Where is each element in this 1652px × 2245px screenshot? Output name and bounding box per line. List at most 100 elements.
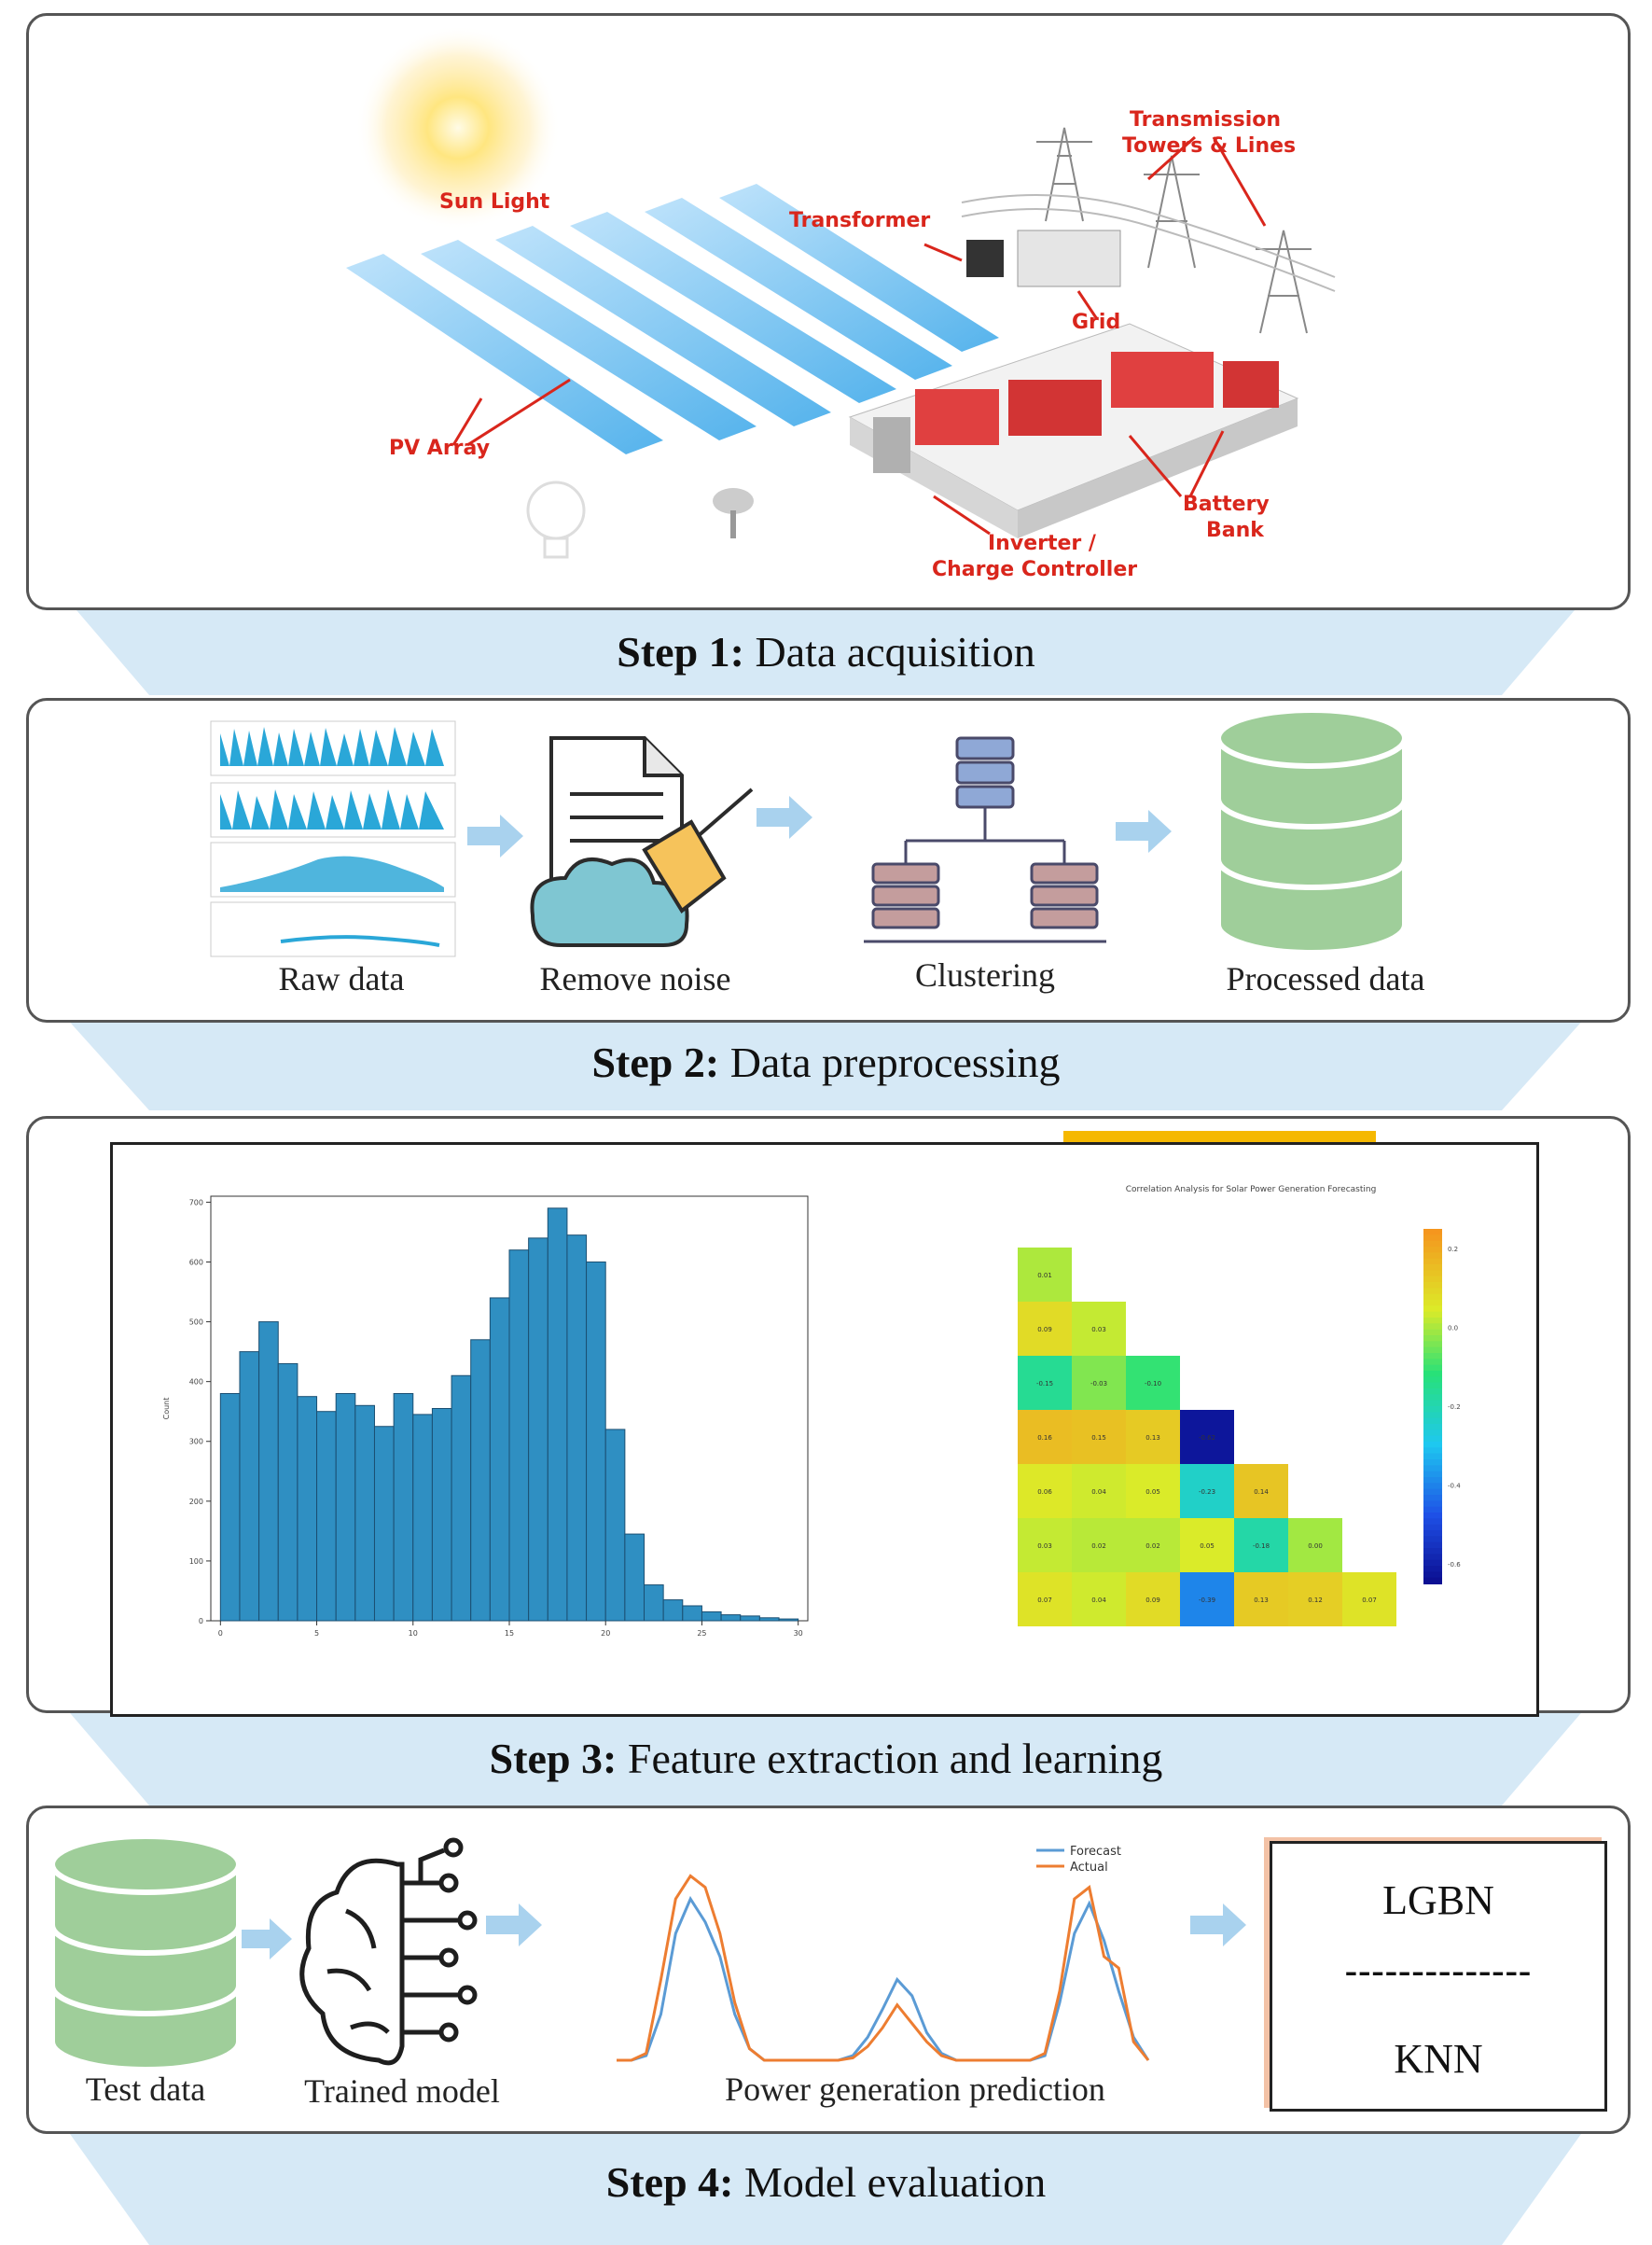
heatmap-cell: [1018, 1518, 1072, 1572]
step1-label-bold: Step 1:: [617, 628, 745, 676]
colorbar-segment: [1423, 1359, 1442, 1366]
x-tick-label: 25: [697, 1629, 706, 1638]
heatmap-cell: [1180, 1464, 1234, 1518]
heatmap-cell: [1072, 1410, 1126, 1464]
heatmap-cell: [1018, 1248, 1072, 1302]
heatmap-cell: [1018, 1572, 1072, 1626]
colorbar-tick-label: 0.2: [1448, 1246, 1458, 1253]
histogram-bar: [451, 1374, 472, 1622]
heatmap-cell-label: 0.14: [1254, 1488, 1269, 1496]
heatmap-cell-label: 0.09: [1145, 1597, 1160, 1604]
heatmap-cell-label: -0.62: [1199, 1434, 1215, 1442]
step4-graphics: Forecast Actual: [49, 1834, 1246, 2072]
step1-label-text: Data acquisition: [744, 628, 1035, 676]
histogram-bar: [431, 1408, 452, 1622]
colorbar-segment: [1423, 1305, 1442, 1313]
histogram-bar: [528, 1237, 548, 1622]
flow-arrow-icon: [242, 1918, 292, 1959]
colorbar-segment: [1423, 1541, 1442, 1549]
histogram-bar: [682, 1605, 702, 1622]
colorbar-segment: [1423, 1329, 1442, 1336]
heatmap-cell: [1018, 1410, 1072, 1464]
heatmap-cell: [1072, 1356, 1126, 1410]
colorbar-segment: [1423, 1318, 1442, 1325]
heatmap-cell-label: 0.03: [1091, 1326, 1106, 1333]
step2-label: Step 2: Data preprocessing: [0, 1038, 1652, 1087]
heatmap-cell: [1126, 1518, 1180, 1572]
funnel-step3: [65, 1708, 1586, 1806]
colorbar-segment: [1423, 1300, 1442, 1307]
heatmap-cell: [1342, 1572, 1396, 1626]
correlation-heatmap: Correlation Analysis for Solar Power Gen…: [1018, 1185, 1461, 1626]
callout-pv-array: PV Array: [389, 437, 490, 460]
legend-forecast-label: Forecast: [1070, 1845, 1121, 1859]
heatmap-cell-label: 0.01: [1037, 1272, 1052, 1279]
heatmap-cell: [1072, 1518, 1126, 1572]
clustering-icon: [864, 736, 1106, 943]
histogram-bar: [547, 1207, 568, 1622]
heatmap-cell-label: 0.16: [1037, 1434, 1052, 1442]
heatmap-cell: [1234, 1464, 1288, 1518]
heatmap-cell: [1018, 1356, 1072, 1410]
colorbar-segment: [1423, 1566, 1442, 1573]
yellow-accent-bar: [1063, 1131, 1376, 1142]
histogram-bar: [720, 1614, 742, 1622]
colorbar-segment: [1423, 1371, 1442, 1378]
y-tick-label: 200: [189, 1498, 203, 1506]
heatmap-cell-label: -0.23: [1199, 1488, 1215, 1496]
flow-arrow-icon: [1116, 810, 1172, 853]
processed-database-icon: [1215, 707, 1408, 955]
colorbar-segment: [1423, 1247, 1442, 1254]
callout-transmission-1: Transmission: [1130, 108, 1281, 132]
model-knn: KNN: [1394, 2036, 1483, 2082]
colorbar-segment: [1423, 1548, 1442, 1555]
heatmap-cell: [1180, 1518, 1234, 1572]
prediction-line-chart: [617, 1874, 1150, 2062]
heatmap-cell-label: -0.10: [1145, 1380, 1161, 1387]
caption-remove-noise: Remove noise: [539, 960, 731, 997]
colorbar-segment: [1423, 1435, 1442, 1443]
step2-label-text: Data preprocessing: [719, 1039, 1061, 1086]
heatmap-cell-label: -0.18: [1253, 1542, 1270, 1550]
funnel-step2: [65, 1017, 1586, 1110]
histogram-bar: [586, 1261, 606, 1622]
colorbar-segment: [1423, 1500, 1442, 1508]
heatmap-cell: [1126, 1410, 1180, 1464]
heatmap-cell: [1180, 1572, 1234, 1626]
x-tick-label: 10: [409, 1629, 418, 1638]
colorbar-segment: [1423, 1388, 1442, 1396]
histogram-bar: [508, 1249, 530, 1622]
sun-icon: [355, 25, 561, 230]
colorbar-segment: [1423, 1495, 1442, 1502]
histogram-bar: [316, 1411, 337, 1622]
histogram-bar: [239, 1351, 260, 1622]
step2-graphics: [210, 707, 1408, 957]
heatmap-cell: [1018, 1464, 1072, 1518]
colorbar-segment: [1423, 1488, 1442, 1496]
heatmap-cell-label: 0.07: [1362, 1597, 1377, 1604]
funnel-step4: [65, 2127, 1586, 2245]
colorbar-segment: [1423, 1513, 1442, 1520]
flow-arrow-icon: [1190, 1903, 1246, 1946]
heatmap-cell-label: 0.13: [1254, 1597, 1269, 1604]
heatmap-cell-label: 0.00: [1308, 1542, 1323, 1550]
histogram-bar: [297, 1396, 318, 1622]
colorbar-tick-label: -0.6: [1448, 1561, 1461, 1569]
chart-legend: Forecast Actual: [1036, 1845, 1121, 1875]
heatmap-cell: [1072, 1464, 1126, 1518]
histogram-bar: [740, 1615, 760, 1622]
satellite-dish-icon: [713, 488, 754, 538]
colorbar-segment: [1423, 1406, 1442, 1414]
callout-battery-1: Battery: [1183, 493, 1270, 516]
colorbar-segment: [1423, 1477, 1442, 1485]
y-tick-label: 600: [189, 1258, 203, 1266]
heatmap-cell: [1126, 1356, 1180, 1410]
transmission-tower-icon: [961, 127, 1336, 334]
model-lgbn: LGBN: [1382, 1877, 1494, 1923]
histogram-bar: [335, 1392, 356, 1622]
colorbar-segment: [1423, 1554, 1442, 1561]
transformer-icon: [966, 230, 1121, 287]
y-tick-label: 100: [189, 1557, 203, 1566]
histogram-bar: [258, 1321, 279, 1622]
caption-test-data: Test data: [85, 2071, 206, 2108]
